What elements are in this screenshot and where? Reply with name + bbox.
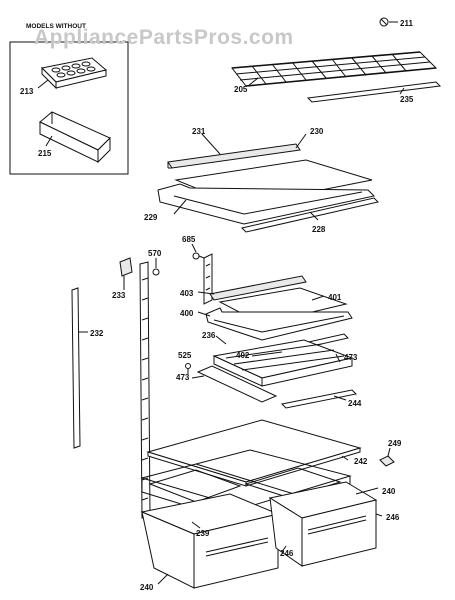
part-685-bracket	[192, 252, 213, 305]
callout-249: 249	[388, 439, 402, 448]
callout-239: 239	[196, 529, 210, 538]
callout-240-left: 240	[140, 583, 154, 592]
part-229-shelf-frame	[157, 183, 376, 225]
callout-242: 242	[354, 457, 368, 466]
callout-229: 229	[144, 213, 158, 222]
callout-233: 233	[112, 291, 126, 300]
part-403-shelf-trim	[209, 275, 307, 301]
part-211-screw	[379, 17, 398, 27]
part-240-crisper-drawer-right	[268, 481, 378, 567]
callout-473-left: 473	[176, 373, 190, 382]
part-213-egg-tray	[40, 57, 108, 90]
watermark: AppliancePartsPros.com	[34, 26, 294, 49]
callout-232: 232	[90, 329, 104, 338]
part-249-clip	[379, 455, 395, 467]
callout-403: 403	[180, 289, 194, 298]
callout-246-left: 246	[280, 549, 294, 558]
part-244-frame-rail	[196, 365, 358, 409]
callout-244: 244	[348, 399, 362, 408]
part-231-shelf-trim	[167, 143, 301, 169]
callout-215: 215	[38, 149, 52, 158]
part-215-bin	[39, 111, 111, 164]
callout-525: 525	[178, 351, 192, 360]
callout-231: 231	[192, 127, 206, 136]
callout-228: 228	[312, 225, 326, 234]
part-525-screw	[185, 363, 191, 374]
callout-211: 211	[400, 19, 413, 28]
part-240-crisper-drawer-left	[140, 493, 280, 589]
callout-246-right: 246	[386, 513, 400, 522]
callout-240-right: 240	[382, 487, 396, 496]
callout-230: 230	[310, 127, 324, 136]
part-232-support-rail	[71, 287, 81, 449]
callout-570: 570	[148, 249, 162, 258]
callout-205: 205	[234, 85, 248, 94]
callout-400: 400	[180, 309, 194, 318]
callout-236: 236	[202, 331, 216, 340]
part-242-crisper-cover	[146, 419, 362, 487]
callout-213: 213	[20, 87, 34, 96]
part-236-crisper-frame	[212, 339, 354, 387]
callout-685: 685	[182, 235, 196, 244]
callout-235: 235	[400, 95, 414, 104]
inset-box: MODELS WITHOUT	[9, 23, 129, 175]
callout-401: 401	[328, 293, 342, 302]
part-400-shelf-frame	[205, 307, 353, 341]
part-205-wire-shelf	[231, 51, 438, 87]
leader-lines	[78, 77, 405, 585]
part-235-shelf-rail	[306, 81, 442, 103]
callout-402: 402	[236, 351, 250, 360]
callout-473-right: 473	[344, 353, 358, 362]
inset-title: MODELS WITHOUT	[26, 23, 86, 30]
part-233-clip	[119, 257, 133, 277]
part-570-support-rail	[139, 261, 160, 519]
part-228-shelf-rail	[241, 197, 379, 233]
